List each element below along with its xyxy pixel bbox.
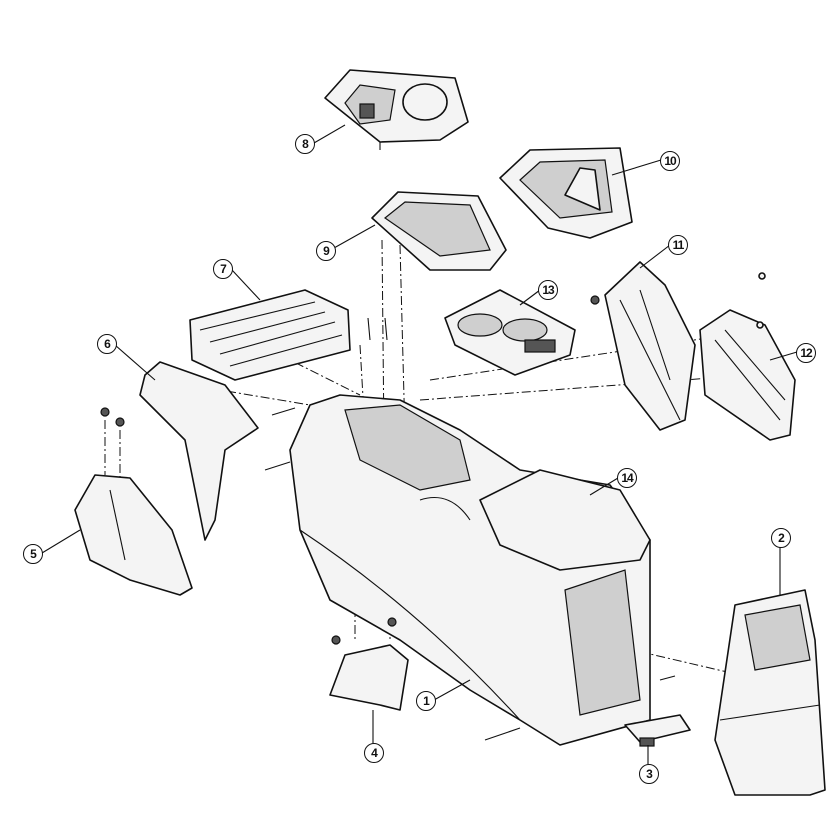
callout-3: 3 [639,764,659,784]
part-7-insert [189,289,351,381]
part-4-bracket [329,617,409,711]
callout-7: 7 [213,259,233,279]
part-13-cup-holder [444,289,576,376]
callout-12: 12 [796,343,816,363]
part-11-side-panel [590,261,696,431]
callout-1: 1 [416,691,436,711]
callout-8: 8 [295,134,315,154]
part-5-side-cover [74,407,193,596]
callout-4: 4 [364,743,384,763]
callout-leaders [41,124,798,764]
callout-13: 13 [538,280,558,300]
part-9-panel [371,191,507,271]
callout-6: 6 [97,334,117,354]
part-6-side-cover [139,361,259,541]
part-8-switch-bezel [324,69,469,150]
callout-5: 5 [23,544,43,564]
part-3-switch [624,714,691,747]
part-14-console-body [289,394,651,746]
part-12-side-trim [699,272,796,441]
callout-11: 11 [668,235,688,255]
part-10-shift-bezel [499,147,633,239]
screws [264,317,676,741]
callout-14: 14 [617,468,637,488]
callout-2: 2 [771,528,791,548]
callout-10: 10 [660,151,680,171]
callout-9: 9 [316,241,336,261]
part-2-rear-panel [714,589,826,796]
